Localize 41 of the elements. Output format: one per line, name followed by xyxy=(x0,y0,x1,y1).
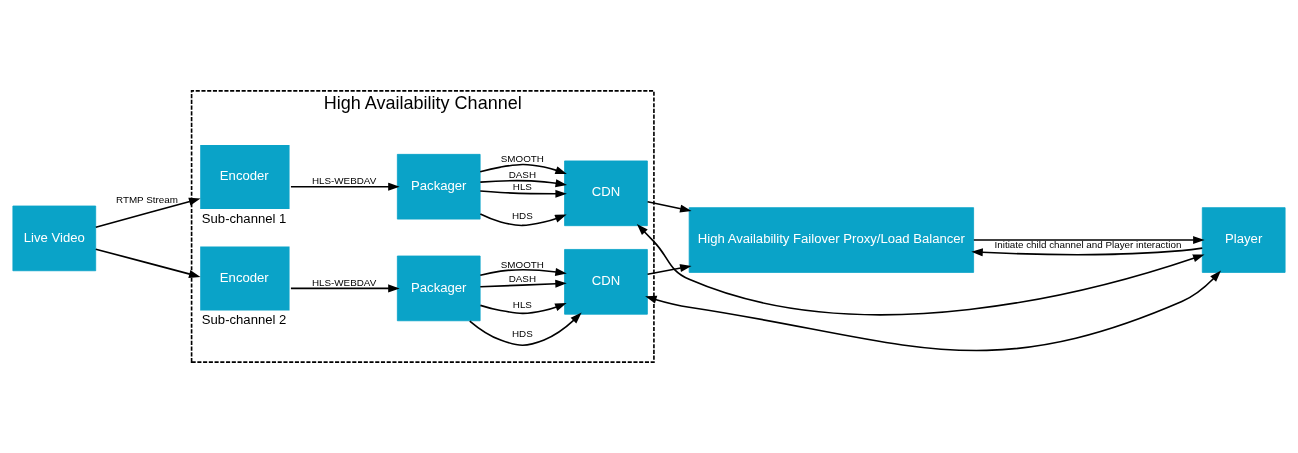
arrow xyxy=(290,182,400,191)
arrow xyxy=(468,312,582,347)
node-box: Encoder xyxy=(200,246,290,311)
arrow xyxy=(645,270,1222,352)
edge-label: DASH xyxy=(508,169,537,181)
arrow xyxy=(94,197,201,229)
edge-label: HLS xyxy=(512,180,532,192)
edge-label: HLS-WEBDAV xyxy=(311,174,377,186)
arrow xyxy=(479,163,567,174)
arrow xyxy=(971,247,1204,257)
arrow xyxy=(94,248,201,278)
arrow xyxy=(636,223,1205,316)
node-box: Encoder xyxy=(200,144,290,209)
edge-label: HLS xyxy=(512,298,532,310)
edge-label: SMOOTH xyxy=(500,152,544,164)
node-box: CDN xyxy=(564,160,648,227)
edge-label: DASH xyxy=(508,273,537,285)
node-box: Packager xyxy=(396,255,481,322)
arrow xyxy=(479,213,567,227)
edge-label: SMOOTH xyxy=(500,258,544,270)
node-box: Packager xyxy=(396,153,481,220)
arrow xyxy=(646,201,692,213)
node-label: Sub-channel 2 xyxy=(201,312,287,328)
node-box: CDN xyxy=(564,249,648,315)
edge-label: HDS xyxy=(511,328,533,340)
arrow xyxy=(479,267,567,277)
edge-label: HDS xyxy=(511,210,533,222)
node-box: High Availability Failover Proxy/Load Balancer xyxy=(688,207,974,273)
edge-label: RTMP Stream xyxy=(115,193,178,205)
arrow xyxy=(479,303,567,315)
arrow xyxy=(290,284,400,293)
arrow xyxy=(973,236,1205,245)
edge-label: Initiate child channel and Player interaction xyxy=(994,238,1182,250)
node-box: Live Video xyxy=(12,205,97,272)
node-box: Player xyxy=(1201,207,1286,273)
arrow xyxy=(479,279,567,288)
edge-label: HLS-WEBDAV xyxy=(311,276,377,288)
arrow xyxy=(479,189,567,198)
node-label: Sub-channel 1 xyxy=(201,210,287,226)
arrow xyxy=(479,179,567,188)
arrow xyxy=(646,264,692,276)
